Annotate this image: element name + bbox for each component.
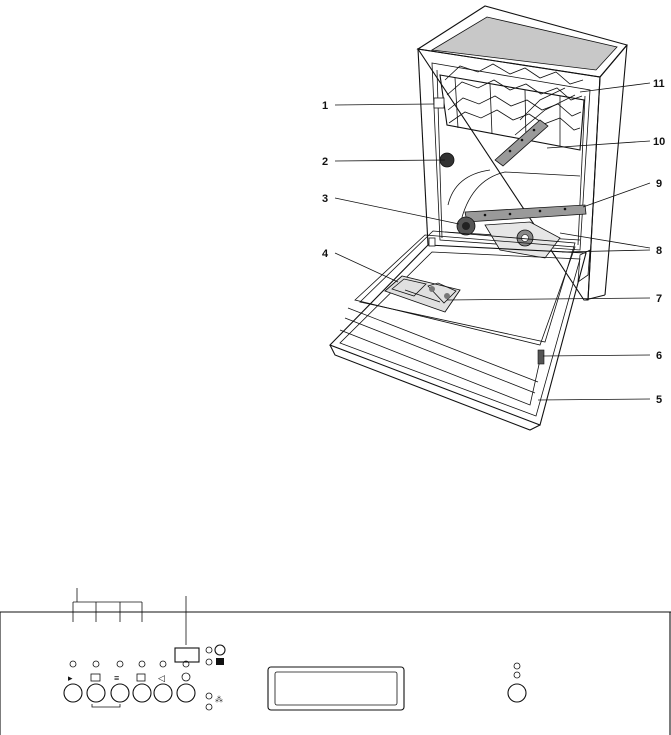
callout-8: 8 — [656, 245, 662, 257]
callout-7: 7 — [656, 293, 662, 305]
program-light — [117, 661, 123, 667]
program-button-1[interactable] — [64, 684, 82, 702]
indicator-light — [206, 659, 212, 665]
worktop-surface — [432, 17, 617, 70]
callout-11: 11 — [653, 78, 665, 90]
lower-spray-arm — [465, 205, 586, 222]
program-button-2[interactable] — [87, 684, 105, 702]
basket-height-adjuster — [434, 98, 444, 108]
power-light-2 — [514, 672, 520, 678]
power-light — [514, 663, 520, 669]
door-latch — [538, 350, 544, 364]
svg-text:▸: ▸ — [68, 673, 73, 683]
delay-icon — [182, 673, 190, 681]
callout-2: 2 — [322, 156, 328, 168]
callout-5: 5 — [656, 394, 662, 406]
callout-lines — [335, 83, 650, 400]
callout-10: 10 — [653, 136, 665, 148]
callout-3: 3 — [322, 193, 328, 205]
callout-4: 4 — [322, 248, 329, 260]
callout-9: 9 — [656, 178, 662, 190]
timer-display — [175, 648, 199, 662]
salt-icon: ⁂ — [215, 695, 223, 704]
callout-1: 1 — [322, 100, 328, 112]
power-button[interactable] — [508, 684, 526, 702]
control-panel: ▸ ≡ ◁ ⁂ — [0, 588, 671, 735]
program-light — [70, 661, 76, 667]
program-light — [160, 661, 166, 667]
svg-text:◁: ◁ — [158, 673, 165, 683]
door-handle[interactable] — [268, 667, 404, 710]
program-button-5[interactable] — [154, 684, 172, 702]
program-button-3[interactable] — [111, 684, 129, 702]
program-light — [93, 661, 99, 667]
rinse-aid-indicator-icon — [216, 658, 224, 665]
delay-start-button[interactable] — [177, 684, 195, 702]
svg-text:≡: ≡ — [114, 673, 119, 683]
program-buttons: ▸ ≡ ◁ — [64, 661, 172, 707]
program-light — [139, 661, 145, 667]
salt-indicator-light — [206, 693, 212, 699]
salt-indicator-light-2 — [206, 704, 212, 710]
indicator-light — [206, 647, 212, 653]
program-button-4[interactable] — [133, 684, 151, 702]
callout-6: 6 — [656, 350, 662, 362]
